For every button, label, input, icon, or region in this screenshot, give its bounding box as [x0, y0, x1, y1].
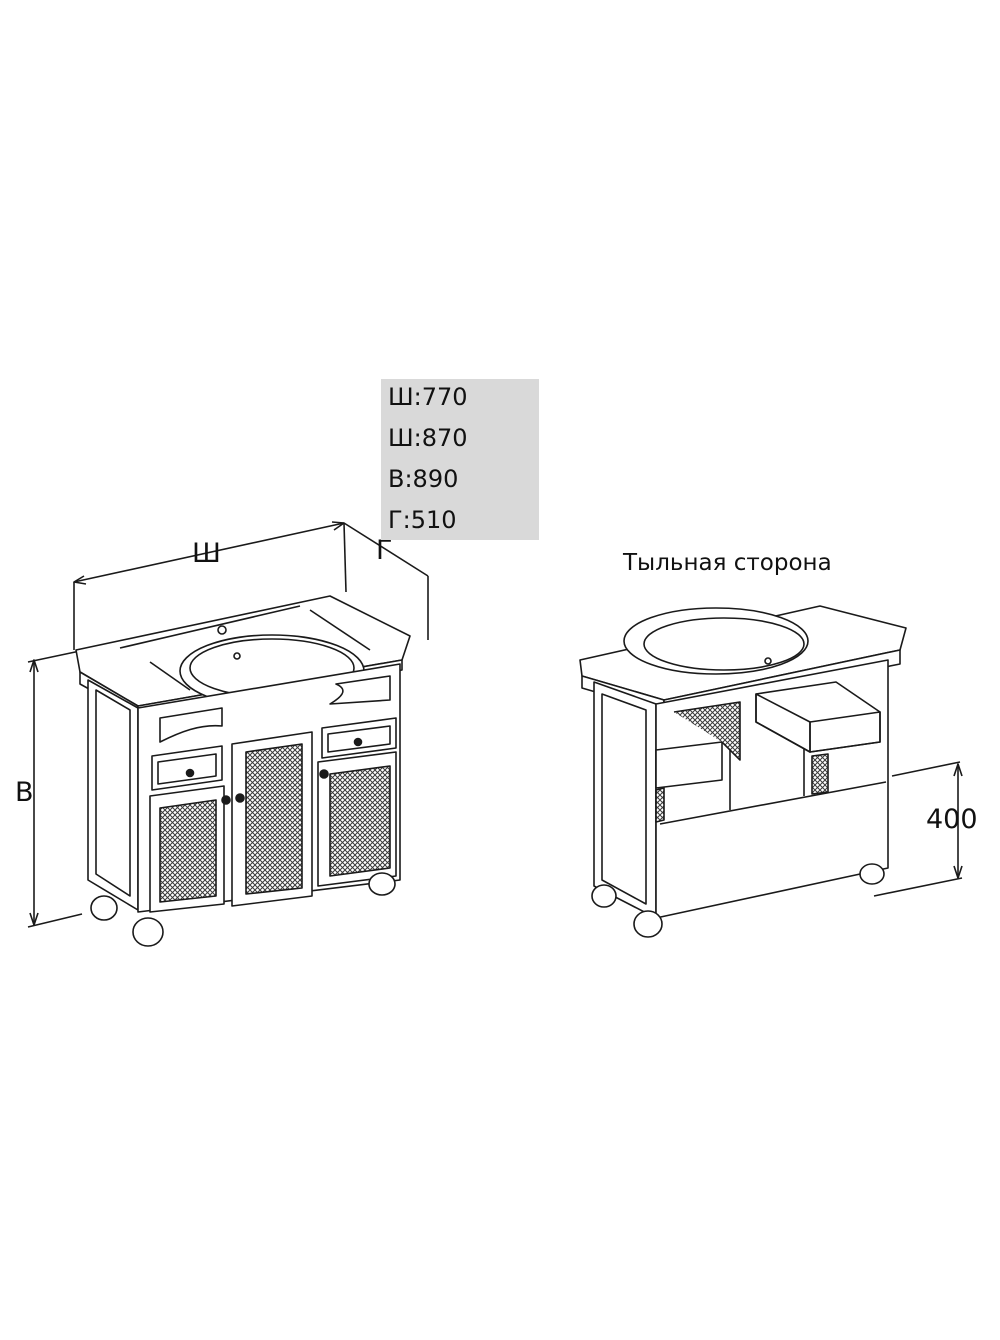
- right-door: [317, 751, 397, 887]
- back-view: [579, 605, 963, 938]
- back-view-caption: Тыльная сторона: [623, 550, 832, 576]
- back-height-dimension-line: [873, 761, 963, 897]
- right-arch-panel: [329, 675, 391, 705]
- left-door: [149, 785, 231, 913]
- right-drawer: [321, 717, 397, 759]
- back-drawer-right: [755, 681, 881, 795]
- dimension-width-1: Ш:770: [388, 383, 468, 411]
- dimension-width-2: Ш:870: [388, 424, 468, 452]
- depth-dimension-line: [343, 522, 429, 640]
- dimension-height: В:890: [388, 465, 459, 493]
- left-arch-panel: [159, 707, 223, 743]
- back-height-label: 400: [926, 804, 978, 835]
- back-basin: [623, 607, 809, 675]
- back-feet: [591, 863, 885, 938]
- dimensions-box: Ш:770 Ш:870 В:890 Г:510: [381, 379, 539, 540]
- depth-label: Г: [376, 535, 393, 566]
- back-side-panel: [593, 681, 657, 919]
- height-dimension-line: [27, 650, 83, 928]
- width-dimension-line: [73, 521, 347, 650]
- back-drawer-left: [655, 701, 741, 823]
- left-drawer: [151, 745, 223, 791]
- height-label: В: [15, 777, 34, 808]
- dimension-depth: Г:510: [388, 506, 457, 534]
- front-view: [27, 521, 429, 947]
- center-door: [231, 731, 313, 907]
- cabinet-feet: [90, 872, 396, 947]
- width-label: Ш: [192, 538, 221, 569]
